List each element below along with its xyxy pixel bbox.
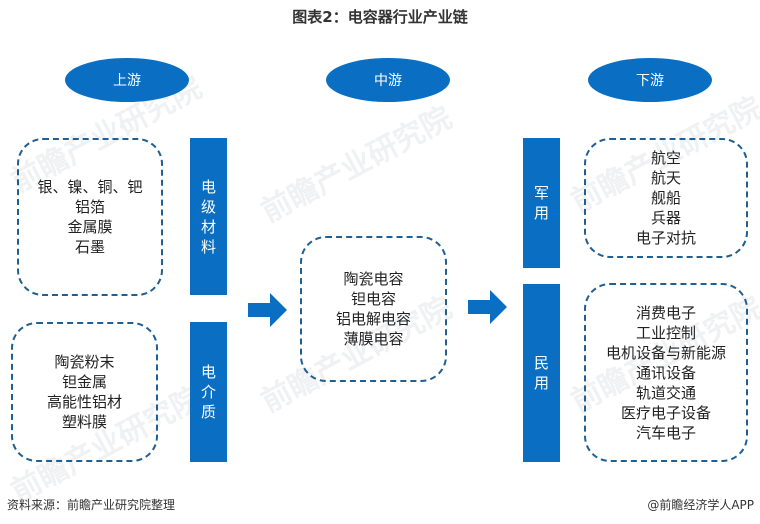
- list-item: 金属膜: [67, 218, 113, 236]
- stage-label: 下游: [636, 73, 664, 89]
- list-item: 通讯设备: [635, 363, 696, 382]
- list-item: 汽车电子: [635, 423, 696, 442]
- list-item: 消费电子: [635, 303, 696, 322]
- source-note: 资料来源：前瞻产业研究院整理: [7, 498, 176, 512]
- list-item: 铝电解电容: [335, 310, 411, 328]
- category-char: 电: [200, 177, 216, 196]
- list-item: 高能性铝材: [46, 393, 122, 411]
- list-item: 电子对抗: [635, 229, 696, 247]
- electrode-materials-box: 银、镍、铜、钯 铝箔 金属膜 石墨: [17, 138, 163, 296]
- credit-note: @前瞻经济学人APP: [647, 498, 754, 512]
- list-item: 钽电容: [350, 290, 396, 308]
- list-item: 航空: [650, 149, 681, 167]
- category-char: 质: [200, 403, 216, 421]
- list-item: 薄膜电容: [343, 330, 404, 348]
- stage-upstream: 上游: [65, 58, 189, 102]
- right-arrow-icon: [468, 290, 507, 324]
- stage-midstream: 中游: [326, 58, 450, 102]
- watermark: 前瞻产业研究院: [255, 100, 458, 230]
- category-char: 民: [533, 354, 549, 372]
- category-electrode-materials: 电 级 材 料: [190, 138, 227, 295]
- list-item: 钽金属: [61, 373, 107, 391]
- military-applications-box: 航空 航天 舰船 兵器 电子对抗: [584, 138, 748, 258]
- category-char: 军: [533, 184, 549, 202]
- dielectric-box: 陶瓷粉末 钽金属 高能性铝材 塑料膜: [11, 322, 158, 462]
- capacitor-types-box: 陶瓷电容 钽电容 铝电解电容 薄膜电容: [300, 236, 447, 382]
- civilian-applications-box: 消费电子 工业控制 电机设备与新能源 通讯设备 轨道交通 医疗电子设备 汽车电子: [584, 283, 748, 462]
- list-item: 铝箔: [74, 198, 105, 216]
- list-item: 塑料膜: [61, 413, 107, 431]
- right-arrow-icon: [248, 293, 287, 327]
- stage-label: 上游: [113, 73, 141, 89]
- category-military: 军 用: [523, 138, 560, 268]
- category-civilian: 民 用: [523, 284, 560, 462]
- list-item: 工业控制: [635, 323, 696, 342]
- list-item: 兵器: [650, 209, 681, 227]
- list-item: 银、镍、铜、钯: [37, 178, 143, 196]
- list-item: 电机设备与新能源: [605, 343, 726, 362]
- category-char: 料: [200, 237, 216, 256]
- category-char: 级: [200, 197, 216, 216]
- category-char: 电: [200, 363, 216, 381]
- list-item: 航天: [650, 169, 681, 187]
- category-dielectric: 电 介 质: [190, 322, 227, 462]
- category-char: 用: [533, 374, 549, 392]
- stage-label: 中游: [374, 73, 402, 89]
- list-item: 陶瓷电容: [343, 270, 404, 288]
- list-item: 石墨: [74, 238, 105, 256]
- category-char: 介: [200, 383, 216, 401]
- list-item: 陶瓷粉末: [54, 353, 115, 371]
- category-char: 用: [533, 204, 549, 222]
- list-item: 医疗电子设备: [620, 403, 711, 422]
- category-char: 材: [200, 217, 216, 236]
- page-title: 图表2：电容器行业产业链: [292, 8, 468, 26]
- list-item: 轨道交通: [635, 383, 696, 402]
- list-item: 舰船: [650, 189, 681, 207]
- stage-downstream: 下游: [588, 58, 712, 102]
